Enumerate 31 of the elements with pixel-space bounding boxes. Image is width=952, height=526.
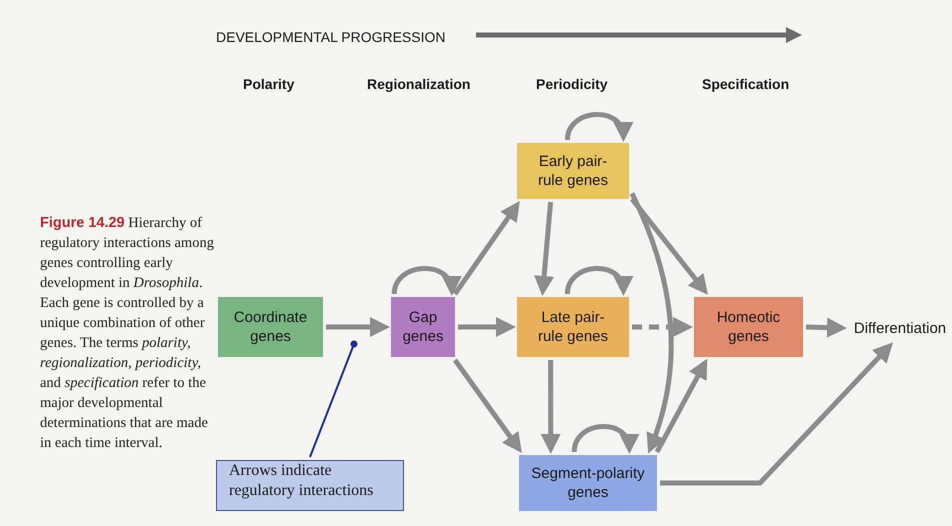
figure-caption: Figure 14.29 Hierarchy of regulatory interactions among genes controlling early development in Drosophila. Each gene is controlled by a unique combination of other genes. The terms polarity, regionalization, periodicity, and specification refer to the major developmental determinations that are made in each time interval. <box>40 214 215 453</box>
column-header: Polarity <box>243 75 294 94</box>
leader-line <box>309 340 358 458</box>
arrow <box>452 358 522 454</box>
arrow <box>452 200 520 296</box>
arrow <box>660 342 894 486</box>
arrow <box>564 112 632 142</box>
arrow <box>572 424 638 454</box>
arrow <box>654 358 708 454</box>
arrow <box>630 192 674 454</box>
gene-box: Early pair-rule genes <box>517 143 629 199</box>
column-header: Specification <box>702 75 790 94</box>
arrow <box>630 197 708 295</box>
column-header: Periodicity <box>536 75 608 94</box>
outcome-label: Differentiation <box>848 316 952 340</box>
gene-box: Gap genes <box>391 297 455 357</box>
arrow <box>564 266 632 296</box>
arrow <box>632 317 693 337</box>
arrow <box>392 266 460 296</box>
legend-note-box: Arrows indicate regulatory interactions <box>216 460 404 511</box>
arrow <box>534 202 554 296</box>
axis-title: DEVELOPMENTAL PROGRESSION <box>216 28 446 47</box>
arrow <box>458 317 516 337</box>
column-header: Regionalization <box>367 75 470 94</box>
gene-box: Homeotic genes <box>694 297 803 357</box>
gene-box: Segment-polarity genes <box>519 455 657 511</box>
arrow <box>540 360 561 454</box>
gene-box: Late pair-rule genes <box>517 297 629 357</box>
arrow <box>326 317 390 337</box>
gene-box: Coordinate genes <box>218 297 323 357</box>
arrow <box>806 318 847 338</box>
